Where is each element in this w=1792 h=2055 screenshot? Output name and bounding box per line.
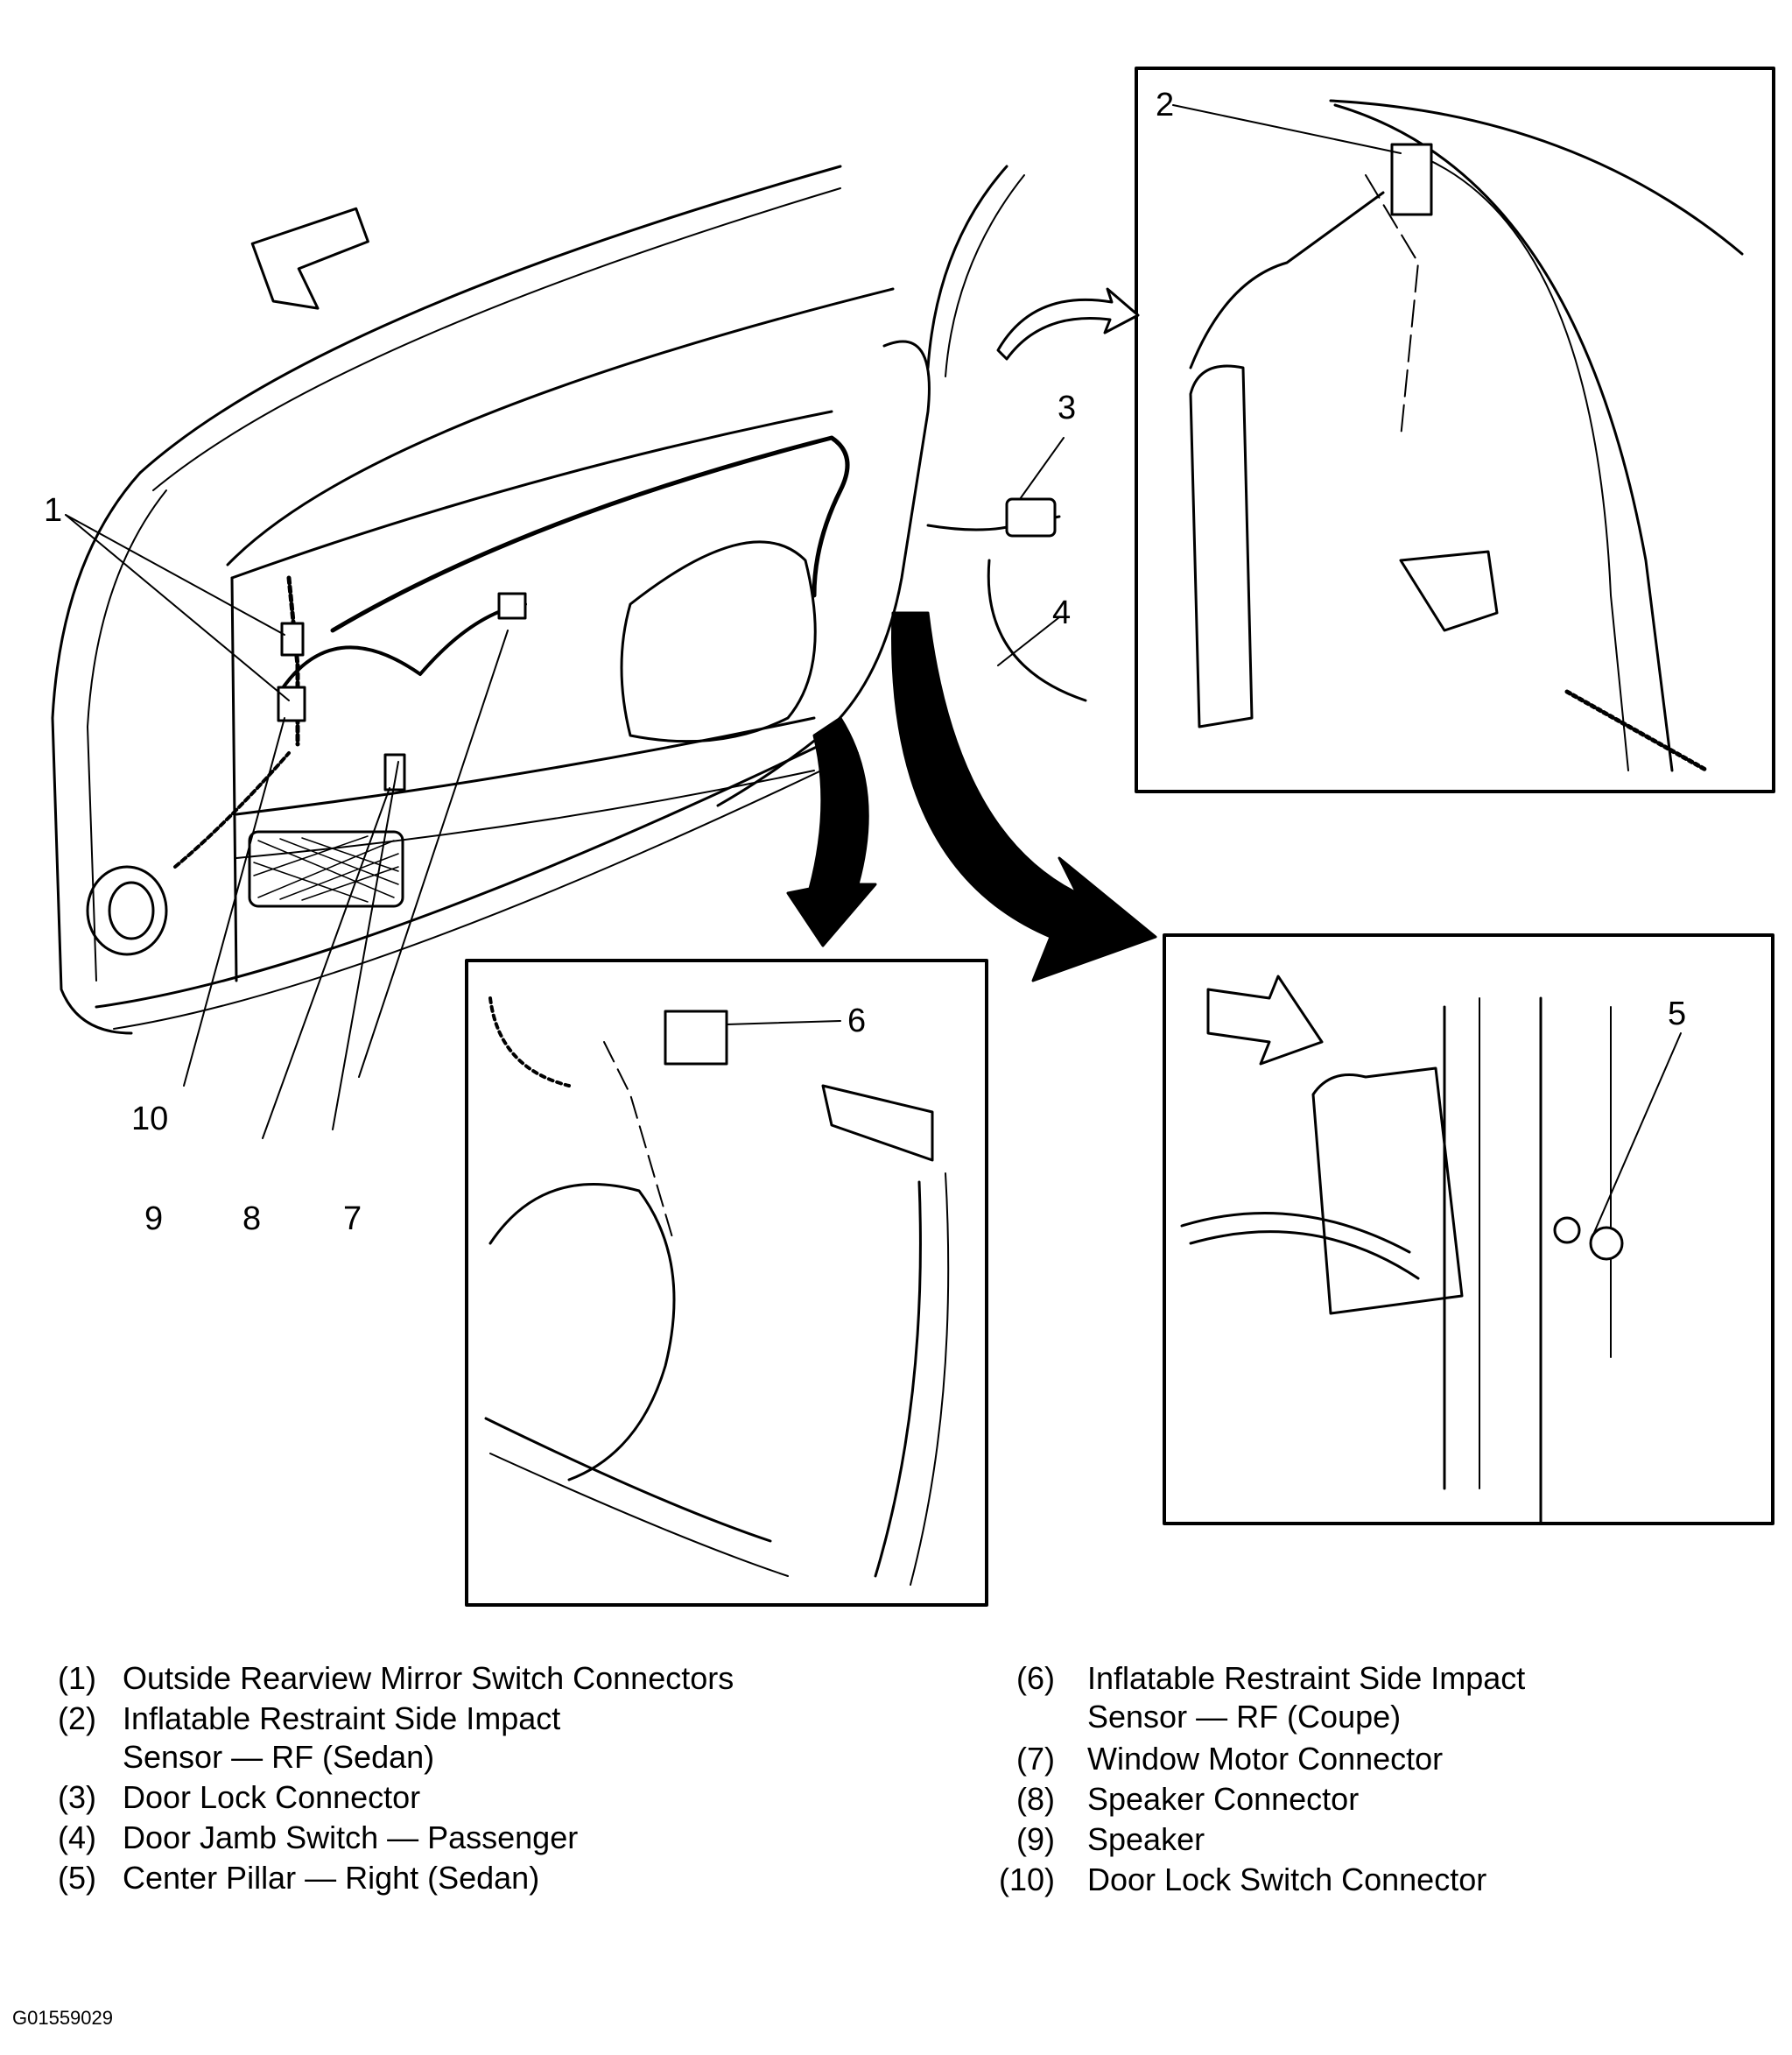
inset-pillar-arrow-icon (1206, 975, 1324, 1066)
forward-arrow-icon (250, 207, 369, 310)
legend-text: Speaker Connector (1087, 1781, 1360, 1817)
legend-num: (2) (58, 1700, 96, 1736)
inset-coupe-arrow-icon (821, 1084, 934, 1162)
inset-coupe-sensor (465, 959, 988, 1607)
legend-num: (10) (998, 1861, 1055, 1897)
callout-6: 6 (847, 1003, 866, 1039)
callout-labels: 1 2 3 4 5 6 7 8 9 10 (44, 87, 1686, 1237)
legend-text: Center Pillar — Right (Sedan) (123, 1860, 540, 1896)
callout-3: 3 (1058, 390, 1076, 426)
legend: (1) Outside Rearview Mirror Switch Conne… (0, 1659, 1792, 1948)
legend-num: (1) (58, 1660, 96, 1696)
black-curved-arrow-icon (786, 716, 877, 947)
inset-center-pillar (1163, 933, 1774, 1525)
leader-lines (65, 104, 1682, 1235)
callout-8: 8 (242, 1200, 261, 1237)
legend-num: (5) (58, 1860, 96, 1896)
legend-text: Inflatable Restraint Side Impact (1087, 1660, 1526, 1696)
callout-5: 5 (1668, 996, 1686, 1032)
legend-num: (7) (1016, 1741, 1055, 1777)
door-illustration (51, 165, 1087, 1035)
door-wiring-diagram: 1 2 3 4 5 6 7 8 9 10 (44, 67, 1775, 1607)
legend-num: (4) (58, 1819, 96, 1855)
legend-text: Door Jamb Switch — Passenger (123, 1819, 579, 1855)
callout-1: 1 (44, 492, 62, 529)
legend-text: Window Motor Connector (1087, 1741, 1444, 1777)
legend-text: Outside Rearview Mirror Switch Connector… (123, 1660, 734, 1696)
callout-10: 10 (131, 1101, 168, 1137)
curved-arrow-icon (996, 287, 1140, 361)
legend-num: (6) (1016, 1660, 1055, 1696)
legend-text: Inflatable Restraint Side Impact (123, 1700, 561, 1736)
callout-9: 9 (144, 1200, 163, 1237)
legend-text: Sensor — RF (Coupe) (1087, 1699, 1402, 1735)
callout-7: 7 (343, 1200, 362, 1237)
callout-2: 2 (1156, 87, 1174, 123)
inset-sedan-sensor (1135, 67, 1775, 793)
legend-text: Speaker (1087, 1821, 1205, 1857)
legend-text: Door Lock Switch Connector (1087, 1861, 1487, 1897)
legend-num: (9) (1016, 1821, 1055, 1857)
figure-code: G01559029 (12, 2007, 113, 2029)
inset-arrow-icon (1399, 550, 1499, 632)
large-black-curved-arrow-icon (891, 611, 1157, 982)
legend-text: Door Lock Connector (123, 1779, 421, 1815)
legend-num: (8) (1016, 1781, 1055, 1817)
legend-num: (3) (58, 1779, 96, 1815)
legend-text: Sensor — RF (Sedan) (123, 1739, 435, 1775)
callout-4: 4 (1052, 595, 1071, 631)
